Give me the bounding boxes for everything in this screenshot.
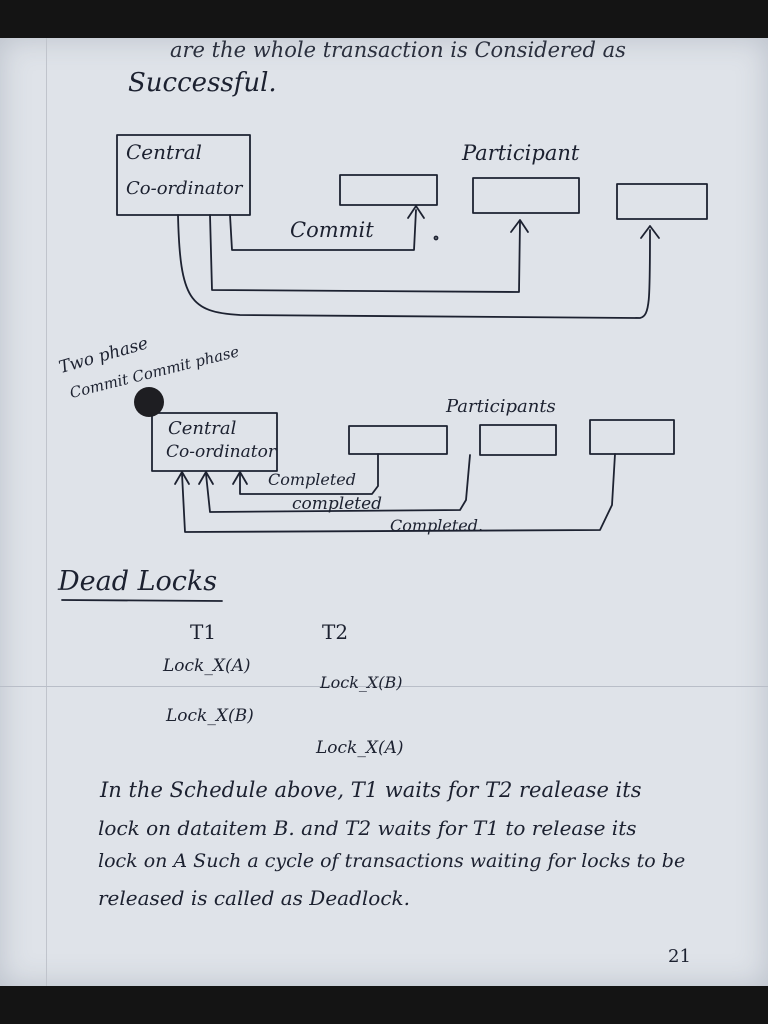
t1-op-2: Lock_X(B): [166, 706, 254, 726]
paragraph-line-4: released is called as Deadlock.: [98, 886, 411, 910]
t1-op-1: Lock_X(A): [163, 656, 251, 676]
t2-label: T2: [322, 620, 349, 644]
paragraph-line-3: lock on A Such a cycle of transactions w…: [98, 850, 686, 872]
coordinator-label-2-line1: Central: [168, 418, 237, 439]
completed-label-2: completed: [292, 494, 383, 514]
coordinator-label-1-line1: Central: [126, 140, 202, 164]
coordinator-label-2-line2: Co-ordinator: [166, 442, 276, 462]
completed-arrow-2: [205, 454, 471, 513]
header-line-1: are the whole transaction is Considered …: [170, 38, 626, 62]
participant-box-1c: [616, 183, 708, 220]
margin-line: [46, 38, 47, 986]
coordinator-box-1: [116, 134, 251, 216]
deadlock-heading: Dead Locks: [58, 566, 218, 597]
completed-arrow-3: [181, 453, 616, 533]
paragraph-line-2: lock on dataitem B. and T2 waits for T1 …: [98, 816, 637, 840]
participant-label-1: Participant: [462, 141, 580, 165]
completed-label-3: Completed.: [390, 516, 484, 535]
participant-box-1a: [339, 174, 438, 206]
notebook-page: [0, 38, 768, 986]
ink-blot: [134, 387, 164, 417]
completed-label-1: Completed: [268, 470, 357, 489]
coordinator-label-1-line2: Co-ordinator: [126, 178, 243, 199]
commit-label: Commit: [290, 218, 374, 242]
completed-arrow-1: [239, 453, 379, 495]
participant-box-2a: [348, 425, 448, 455]
paragraph-line-1: In the Schedule above, T1 waits for T2 r…: [100, 778, 642, 802]
heading-underline: [61, 599, 223, 602]
participant-label-2: Participants: [446, 396, 556, 417]
t1-label: T1: [190, 620, 217, 644]
commit-arrow-1: [229, 209, 417, 251]
participant-box-2b: [479, 424, 557, 456]
participant-box-1b: [472, 177, 580, 214]
commit-arrow-2: [209, 214, 521, 293]
coordinator-box-2: [151, 412, 278, 472]
commit-arrow-3: [177, 214, 651, 319]
participant-box-2c: [589, 419, 675, 455]
t2-op-2: Lock_X(A): [316, 738, 404, 758]
ruled-line: [0, 686, 768, 687]
header-line-2: Successful.: [128, 68, 277, 98]
t2-op-1: Lock_X(B): [320, 673, 403, 692]
page-number: 21: [668, 946, 691, 967]
